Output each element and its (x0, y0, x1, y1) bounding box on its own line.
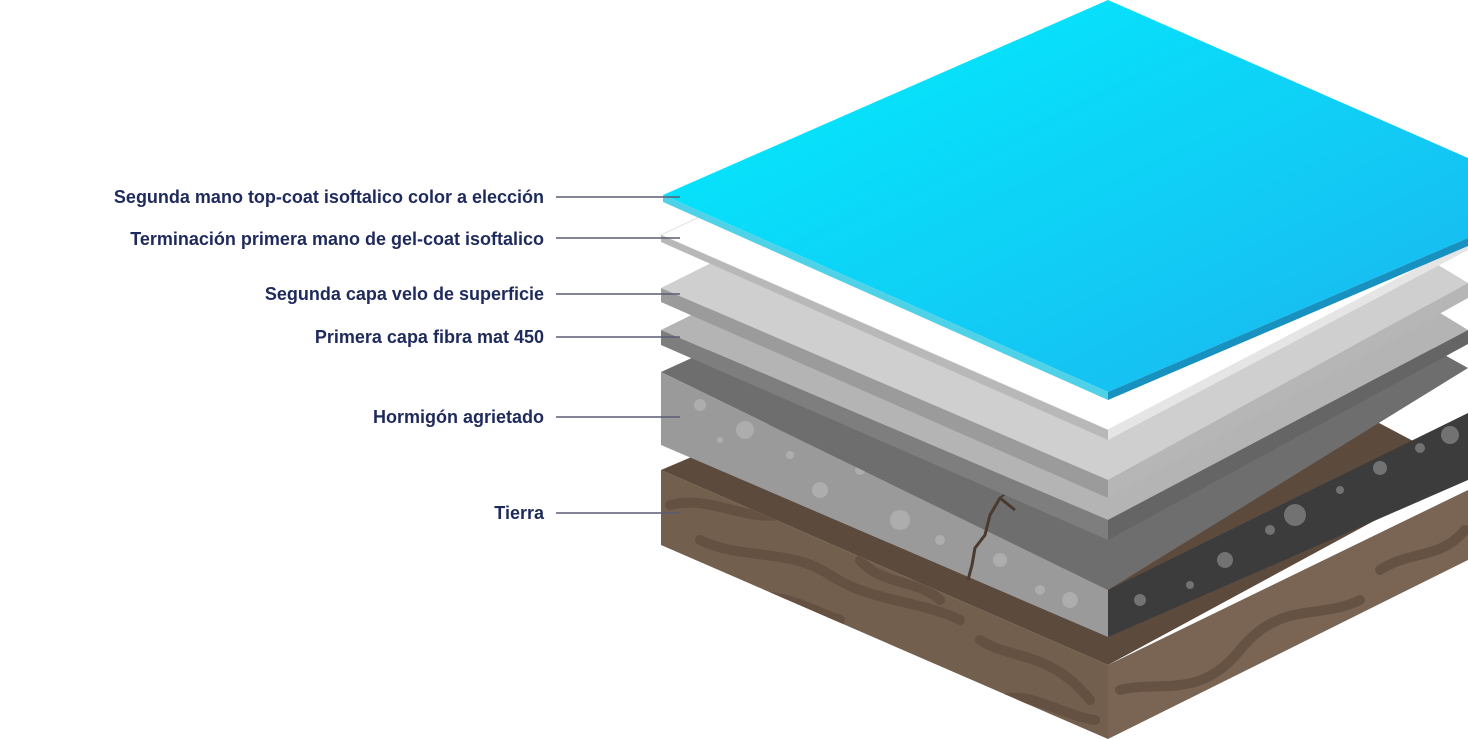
label-gel-coat: Terminación primera mano de gel-coat iso… (130, 229, 544, 249)
label-concrete: Hormigón agrietado (373, 407, 544, 427)
top-coat-left-face (663, 195, 1108, 400)
leader-lines (556, 196, 680, 514)
concrete-pebbles-left (694, 399, 1078, 608)
label-surface-veil: Segunda capa velo de superficie (265, 284, 544, 304)
top-coat-layer (663, 0, 1468, 400)
gel-coat-left-face (661, 235, 1108, 440)
label-fiber-mat: Primera capa fibra mat 450 (315, 327, 544, 347)
surface-veil-left-face (661, 288, 1108, 498)
label-soil: Tierra (494, 503, 545, 523)
label-top-coat: Segunda mano top-coat isoftalico color a… (114, 187, 544, 207)
concrete-left-face (661, 372, 1108, 637)
top-coat-top-face (663, 0, 1468, 392)
layer-labels: Segunda mano top-coat isoftalico color a… (114, 187, 545, 523)
gel-coat-right-face (1108, 242, 1468, 440)
fiber-mat-right-face (1108, 330, 1468, 540)
soil-left-face (661, 470, 1108, 739)
surface-veil-right-face (1108, 283, 1468, 498)
fiber-mat-left-face (661, 330, 1108, 540)
top-coat-right-face (1108, 238, 1468, 400)
